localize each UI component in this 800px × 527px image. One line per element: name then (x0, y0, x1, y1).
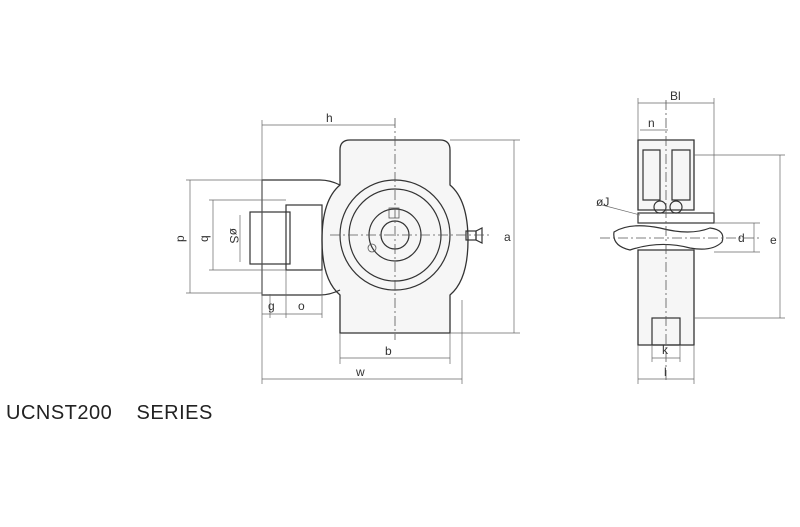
label-w: w (355, 365, 365, 379)
side-inner-ring (637, 212, 715, 224)
label-e: e (770, 233, 777, 247)
label-g: g (268, 299, 275, 313)
side-collar (613, 225, 724, 251)
label-j: øJ (596, 195, 609, 209)
set-screw (388, 207, 400, 219)
label-n: n (648, 116, 655, 130)
label-h: h (326, 111, 333, 125)
label-l: l (664, 365, 667, 379)
set-screw-hole (367, 243, 377, 253)
label-a: a (504, 230, 511, 244)
label-p: p (173, 235, 187, 242)
grease-nipple-icon (465, 227, 483, 244)
label-d: d (738, 231, 745, 245)
label-o: o (298, 299, 305, 313)
label-bi: Bl (670, 89, 681, 103)
label-q: q (197, 235, 211, 242)
label-k: k (662, 343, 669, 357)
side-view: Bl n øJ d e k l (596, 89, 785, 384)
front-view: h p q øS g o b w a (173, 111, 520, 384)
series-title: UCNST200 SERIES (6, 402, 213, 424)
label-b: b (385, 344, 392, 358)
slot-block (285, 204, 323, 271)
slot (249, 211, 291, 265)
label-s: øS (227, 228, 241, 243)
